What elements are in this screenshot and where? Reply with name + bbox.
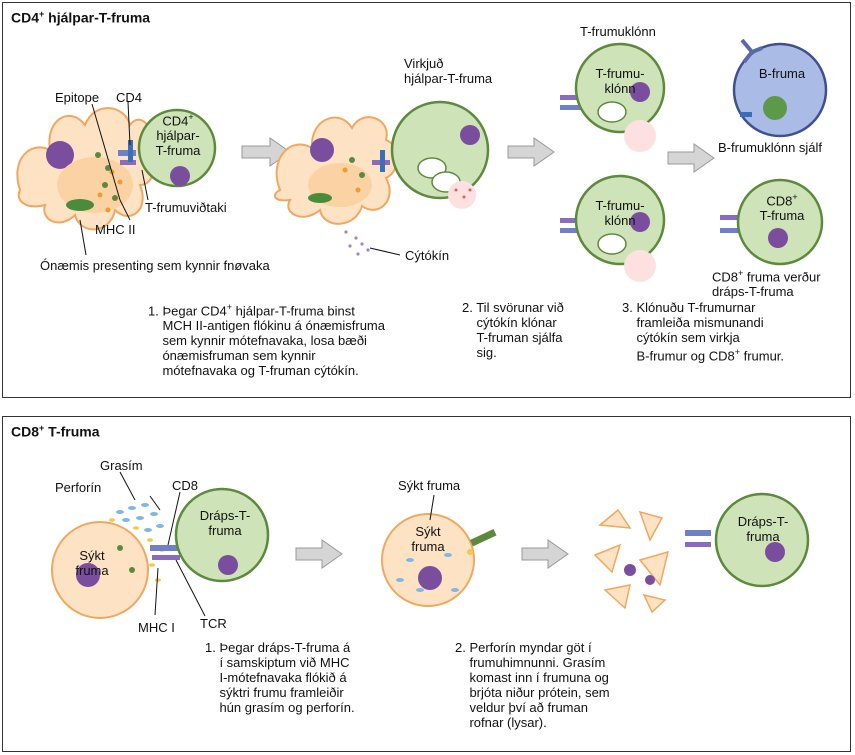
cd8-receptor-label: CD8: [172, 478, 199, 493]
b-cell-label: B-fruma: [758, 66, 806, 81]
cd4-helper-nucleus: [170, 166, 190, 186]
step-1-caption: 1. Þegar CD4+ hjálpar-T-fruma binst MCH …: [148, 302, 385, 379]
cd4-panel-title: CD4+ hjálpar-T-fruma: [11, 9, 151, 26]
activated-helper-cell: [390, 100, 490, 200]
lysed-cell-fragments: [593, 508, 670, 614]
cd8-cell-text: CD8+ T-fruma: [759, 192, 805, 224]
cd4-helper-cell: [137, 108, 217, 188]
perforin-label: Perforín: [55, 480, 102, 495]
kill-step-1-caption: 1. Þegar dráps-T-fruma á í samskiptum vi…: [205, 640, 355, 715]
mhc2-label: MHC II: [95, 222, 136, 237]
step-3-caption: 3. Klónuðu T-frumurnar framleiða mismuna…: [622, 300, 785, 364]
clone-2-text: T-frumu-klónn: [595, 198, 645, 228]
clone-1-text: T-frumu-klónn: [595, 66, 645, 96]
apc-label: Ónæmis presenting sem kynnir fnøvaka: [40, 258, 270, 273]
apc-cell: [16, 107, 155, 231]
killer-t-text: Dráps-T-fruma: [199, 508, 251, 538]
infected-cell: [51, 521, 149, 619]
cd4-label: CD4: [116, 90, 143, 105]
b-cell: [732, 42, 828, 138]
killer-t-cell-2: [714, 492, 810, 588]
arrow-3: [667, 143, 715, 173]
apc-nucleus: [46, 141, 74, 169]
t-clones-title: T-frumuklónn: [580, 24, 656, 39]
cytokine-label: Cýtókín: [405, 248, 450, 263]
cd8-panel-title: CD8+ T-fruma: [11, 423, 100, 440]
arrow-5: [521, 539, 569, 569]
step-2-caption: 2. Til svörunar við cýtókín klónar T-fru…: [462, 300, 564, 360]
grasim-label: Grasím: [100, 458, 143, 473]
kill-step-2-caption: 2. Perforín myndar göt í frumuhimnunni. …: [455, 640, 610, 730]
cd8-cell-top: [736, 178, 824, 266]
cd4-cell-text: CD4+ hjálpar- T-fruma: [155, 112, 201, 159]
infected-title-label: Sýkt fruma: [398, 478, 461, 493]
apc-cell-2: [273, 116, 399, 225]
killer-t-cell: [174, 487, 270, 583]
arrow-4: [295, 539, 343, 569]
tcr-label: TCR: [200, 616, 227, 631]
b-clone-label: B-frumuklónn sjálf: [718, 140, 823, 155]
t-receptor-label: T-frumuviðtaki: [145, 200, 227, 215]
epitope-label: Epitope: [55, 90, 100, 105]
killer-t-2-text: Dráps-T-fruma: [737, 514, 789, 544]
infected-cell-2: [381, 513, 475, 607]
mhc1-label: MHC I: [138, 620, 175, 635]
arrow-2: [507, 137, 555, 167]
cd8-caption: CD8+ fruma verður dráps-T-fruma: [712, 268, 821, 300]
